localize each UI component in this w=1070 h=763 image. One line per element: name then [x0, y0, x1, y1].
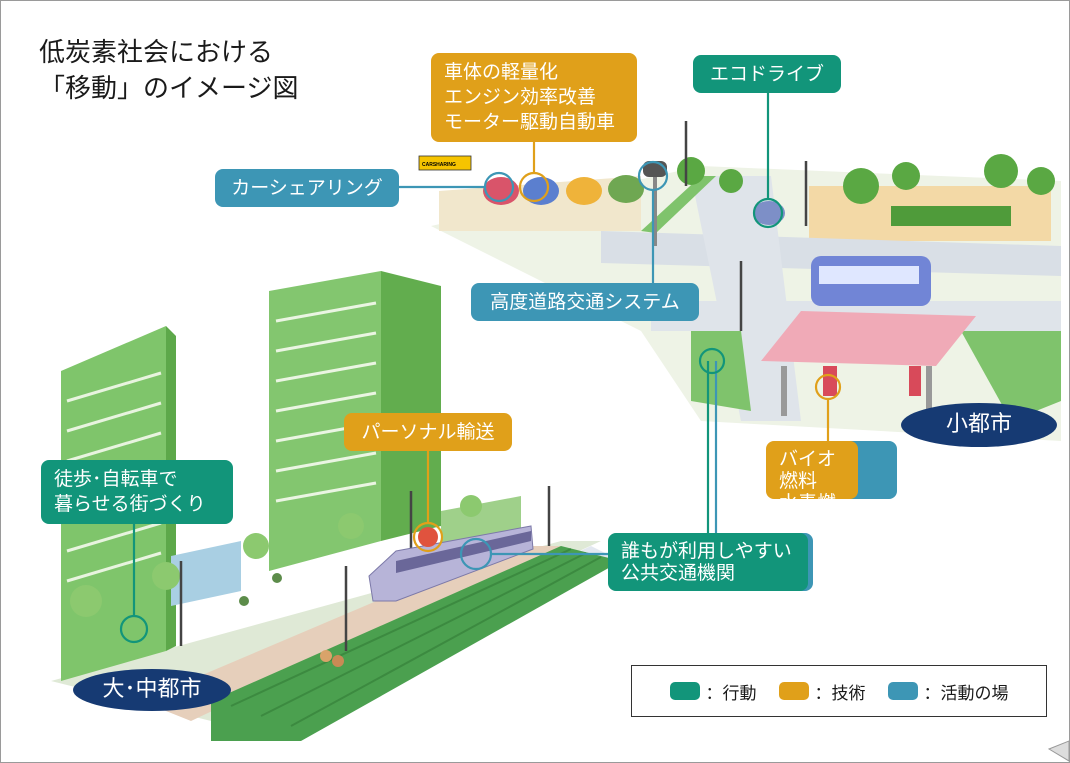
carsharing-sign-text: CARSHARING	[422, 162, 456, 168]
traffic-light	[653, 176, 657, 246]
diagram-title: 低炭素社会における 「移動」のイメージ図	[39, 38, 299, 104]
grass-right	[961, 331, 1061, 421]
badge-small-city: 小都市	[901, 403, 1057, 447]
hedge	[891, 206, 1011, 226]
legend-label-action: ：行動	[705, 683, 757, 704]
label-car-sharing: カーシェアリング	[215, 169, 399, 207]
label-its: 高度道路交通システム	[471, 283, 699, 321]
label-biofuel: バイオ燃料 水素燃料	[766, 441, 858, 536]
legend: ：行動 ：技術 ：活動の場	[631, 665, 1047, 717]
greenhouse	[171, 541, 241, 606]
grass-strip	[641, 176, 716, 233]
building-center-side	[381, 271, 441, 541]
label-walk-bike-town: 徒歩･自転車で 暮らせる街づくり	[41, 460, 233, 524]
pedestrians	[320, 650, 332, 662]
label-public-transit: 誰もが利用しやすい 公共交通機関	[608, 533, 808, 591]
page-corner-fold	[1047, 740, 1069, 762]
legend-label-technology: ：技術	[814, 683, 866, 704]
grass-corner	[691, 331, 751, 411]
legend-label-venue: ：活動の場	[923, 683, 1009, 704]
legend-item-action: ：行動	[669, 679, 757, 704]
tram-rails	[230, 548, 602, 727]
cyclist	[239, 596, 249, 606]
tram-lawn	[211, 546, 621, 741]
legend-item-technology: ：技術	[778, 679, 866, 704]
legend-swatch-action	[669, 682, 700, 700]
label-personal-transport: パーソナル輸送	[344, 413, 512, 451]
pedestrian-path	[141, 546, 561, 721]
carshare-cars	[483, 175, 644, 205]
personal-pod	[418, 527, 438, 547]
carsharing-sign	[418, 155, 472, 171]
eco-car	[753, 201, 785, 225]
label-vehicle-technology: 車体の軽量化 エンジン効率改善 モーター駆動自動車	[431, 53, 637, 142]
label-eco-drive: エコドライブ	[693, 55, 841, 93]
park-trees	[677, 154, 1055, 204]
badge-large-city: 大･中都市	[73, 669, 231, 711]
street-trees	[70, 495, 482, 617]
street-lamps	[179, 121, 808, 651]
connectors	[119, 89, 842, 644]
legend-item-venue: ：活動の場	[887, 679, 1009, 704]
bus-shelter-roof	[761, 311, 976, 366]
legend-swatch-venue	[887, 682, 918, 700]
legend-swatch-technology	[778, 682, 809, 700]
